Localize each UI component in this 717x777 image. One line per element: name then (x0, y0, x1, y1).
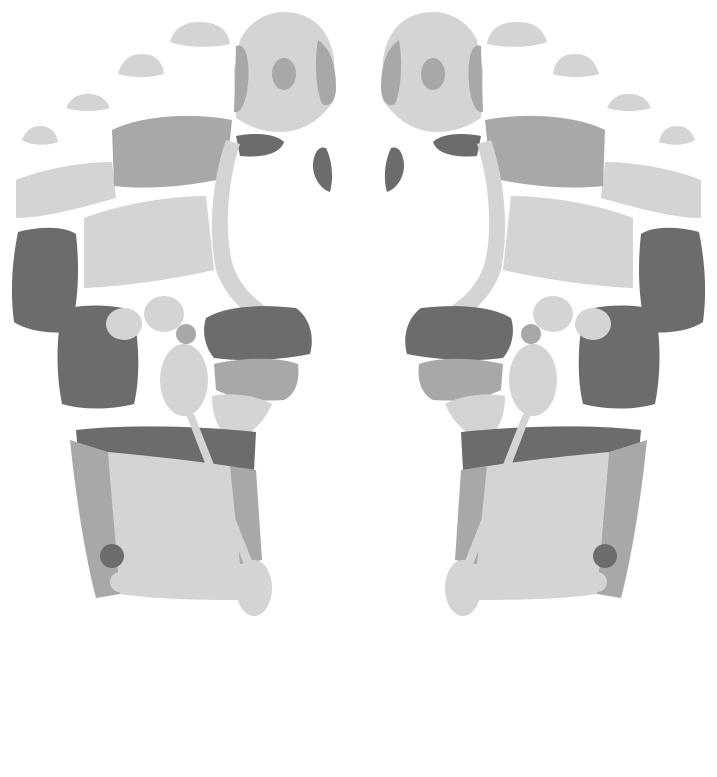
right-sole-zones (380, 12, 705, 770)
left-sole-zones (12, 12, 337, 770)
left-sole (12, 12, 337, 770)
right-sole (380, 12, 705, 770)
